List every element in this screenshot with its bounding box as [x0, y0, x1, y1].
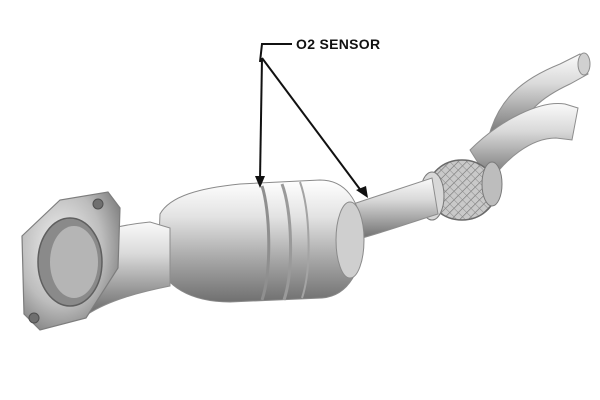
outlet-pipe-lower	[469, 102, 579, 183]
o2-sensor-label: O2 SENSOR	[296, 36, 381, 52]
mid-pipe	[349, 177, 439, 241]
converter-body	[157, 179, 365, 303]
inlet-flange	[21, 191, 121, 331]
o2-sensor-callout-lines	[255, 43, 368, 198]
